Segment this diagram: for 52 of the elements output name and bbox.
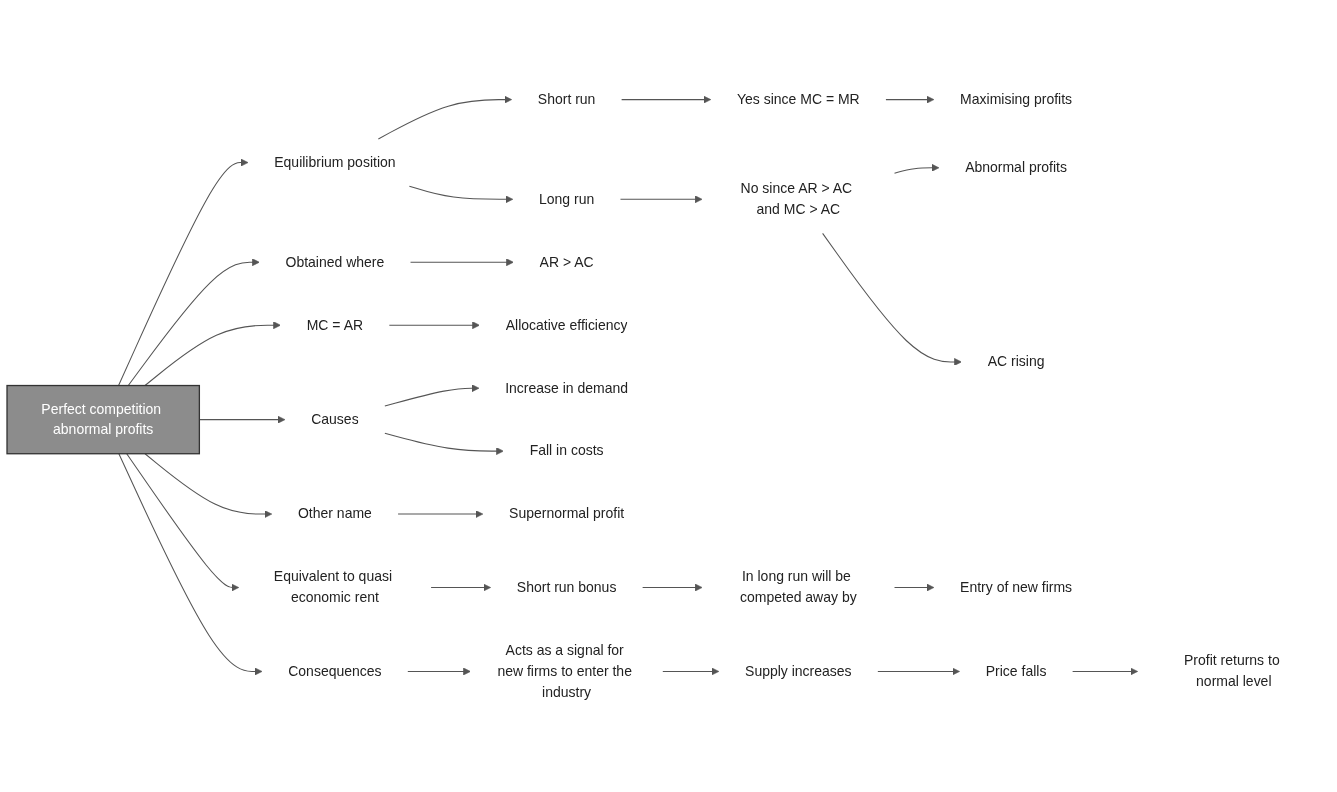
node-text: Profit returns to normal level	[1184, 653, 1280, 689]
node-text: Increase in demand	[505, 380, 629, 396]
node-text: Causes	[311, 411, 359, 427]
arrow	[397, 510, 484, 518]
node-text: Maximising profits	[960, 91, 1073, 107]
node-text: AC rising	[987, 354, 1045, 369]
arrow	[127, 258, 260, 387]
arrow	[894, 583, 935, 592]
node-text: No since AR > AC and MC > AC	[740, 180, 853, 217]
arrow	[388, 321, 480, 329]
node-text: MC = AR	[306, 317, 364, 333]
node-text: Entry of new firms	[960, 579, 1073, 595]
arrow	[1072, 667, 1138, 676]
arrow	[822, 232, 962, 366]
arrow	[384, 384, 480, 407]
node-text: Short run bonus	[516, 579, 617, 595]
arrow	[377, 95, 512, 140]
node-text: Supernormal profit	[509, 506, 625, 522]
node-text: Abnormal profits	[965, 159, 1068, 175]
node-text: Consequences	[288, 663, 382, 679]
arrow	[619, 195, 703, 204]
node-box: Perfect competition abnormal profits	[6, 384, 201, 455]
node-text: Obtained where	[285, 254, 385, 270]
arrow	[885, 95, 935, 104]
node-text: Equivalent to quasi economic rent	[273, 569, 393, 605]
node-text: Supply increases	[745, 663, 852, 679]
arrow	[118, 453, 263, 676]
node-text: Other name	[297, 506, 372, 522]
arrow	[621, 95, 712, 104]
node-text: Price falls	[985, 663, 1047, 679]
node-text: Equilibrium position	[274, 154, 396, 170]
node-text: Fall in costs	[529, 443, 604, 459]
arrow	[126, 453, 240, 592]
arrow	[410, 258, 514, 267]
arrow	[662, 667, 720, 676]
arrow	[118, 158, 249, 387]
node-text: Long run	[539, 191, 595, 207]
node-text: Yes since MC = MR	[736, 91, 860, 107]
arrow	[894, 163, 940, 174]
arrow	[430, 583, 491, 592]
arrow	[407, 667, 471, 676]
arrow	[144, 453, 273, 518]
node-text: Short run	[537, 91, 596, 107]
node-text: In long run will be competed away by	[740, 569, 857, 605]
node-text: Allocative efficiency	[505, 317, 628, 333]
arrow	[408, 185, 514, 204]
arrow	[144, 321, 281, 387]
arrow	[384, 432, 504, 455]
node-text: AR > AC	[539, 254, 594, 270]
arrow	[642, 583, 703, 592]
arrow	[877, 667, 960, 676]
node-text: Acts as a signal for new firms to enter the industry	[497, 642, 632, 700]
